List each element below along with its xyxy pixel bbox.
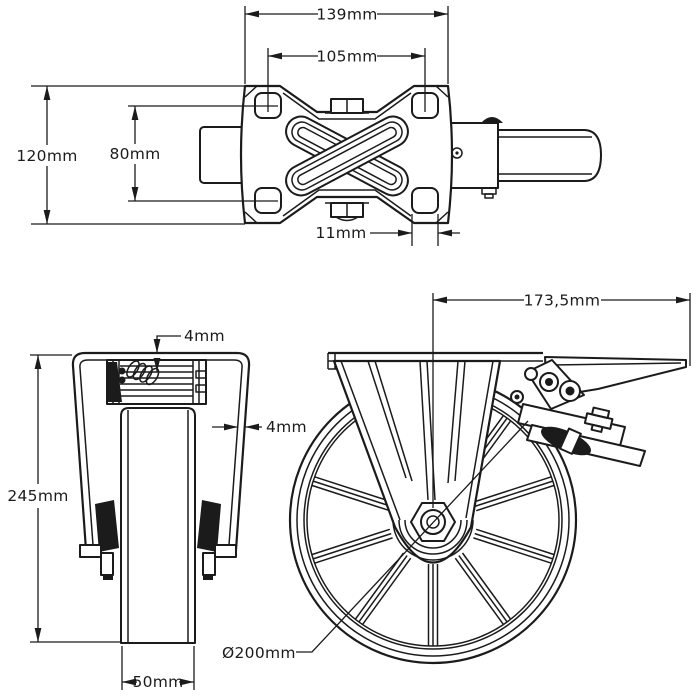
front-view-caster: 4mm 4mm 245mm 50mm bbox=[7, 327, 307, 691]
dimension-50: 50mm bbox=[121, 646, 195, 691]
dimension-4-top: 4mm bbox=[153, 327, 225, 372]
brake-assembly bbox=[510, 356, 687, 467]
dimension-120: 120mm bbox=[16, 85, 245, 225]
top-view-brake-lever bbox=[449, 117, 602, 199]
dim-label-173: 173,5mm bbox=[524, 292, 601, 310]
side-fork bbox=[327, 351, 543, 564]
side-view-caster-brake: 173,5mm Ø200mm bbox=[222, 292, 691, 665]
spring-mechanism bbox=[106, 359, 207, 405]
dimension-173: 173,5mm bbox=[432, 292, 691, 508]
dimension-diameter-200: Ø200mm bbox=[222, 420, 529, 662]
fork-frame-outer bbox=[71, 351, 251, 551]
dim-label-4-side: 4mm bbox=[266, 418, 307, 436]
center-nut-bottom bbox=[325, 202, 369, 222]
dimension-80: 80mm bbox=[109, 105, 278, 202]
x-spring-pattern bbox=[285, 115, 409, 197]
dim-label-diameter: Ø200mm bbox=[222, 644, 296, 662]
dim-label-245: 245mm bbox=[7, 487, 68, 505]
dim-label-4-top: 4mm bbox=[184, 327, 225, 345]
dim-label-120: 120mm bbox=[16, 147, 77, 165]
dimension-11: 11mm bbox=[315, 214, 460, 246]
axle-boss bbox=[392, 519, 474, 561]
dim-label-50: 50mm bbox=[132, 673, 183, 691]
dimension-4-side: 4mm bbox=[212, 418, 307, 436]
brake-bolt bbox=[583, 406, 614, 433]
top-view-mounting-plate: 139mm 105mm 120mm 80mm bbox=[16, 6, 602, 246]
dim-label-11: 11mm bbox=[315, 224, 366, 242]
top-view-wheel bbox=[199, 126, 247, 184]
dim-label-139: 139mm bbox=[316, 6, 377, 24]
dim-label-105: 105mm bbox=[316, 48, 377, 66]
center-nut-top bbox=[325, 98, 369, 114]
dim-label-80: 80mm bbox=[109, 145, 160, 163]
front-wheel-tread bbox=[120, 407, 196, 644]
dimension-139: 139mm bbox=[244, 6, 449, 84]
dimension-245: 245mm bbox=[7, 354, 122, 643]
dimension-105: 105mm bbox=[267, 48, 426, 112]
